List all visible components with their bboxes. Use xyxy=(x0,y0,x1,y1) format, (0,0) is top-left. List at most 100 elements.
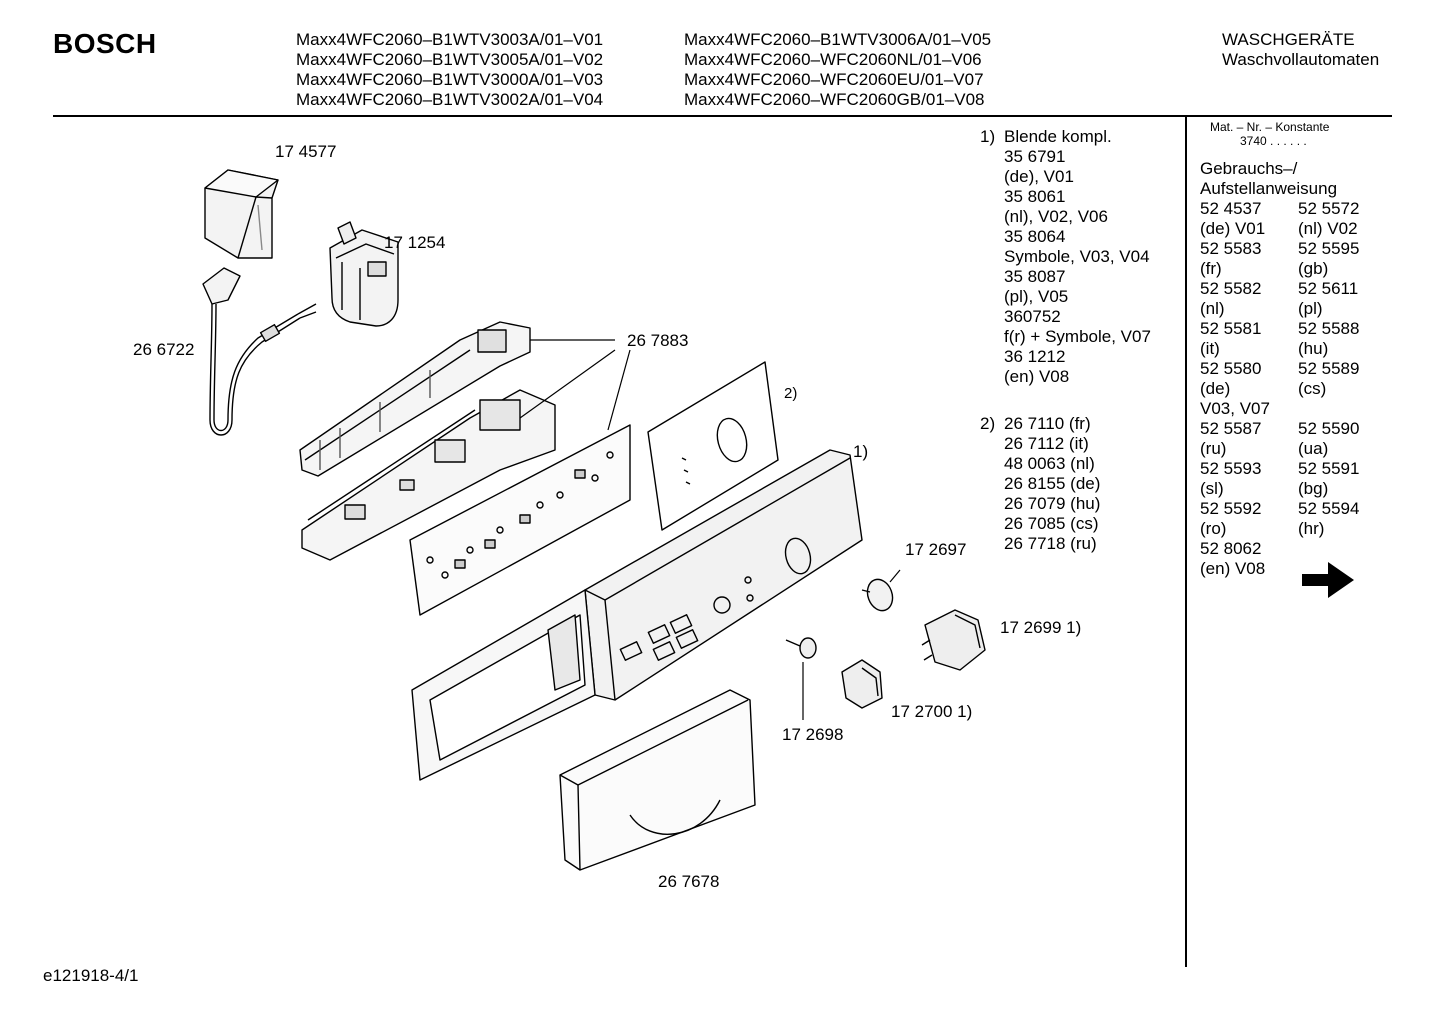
mat-nr-value: 3740 . . . . . . xyxy=(1240,134,1307,148)
part-knob-172700 xyxy=(841,659,883,709)
manual-cell-left: 52 5587 xyxy=(1200,419,1262,438)
note-1-line: 360752 xyxy=(1004,307,1061,326)
part-knob-172698 xyxy=(785,637,817,720)
model-entry: Maxx4WFC2060–B1WTV3002A/01–V04 xyxy=(296,90,604,109)
manual-cell-left: 52 8062 xyxy=(1200,539,1262,558)
note-1-line: Symbole, V03, V04 xyxy=(1004,247,1150,266)
manual-cell-left: (de) V01 xyxy=(1200,219,1266,238)
manual-row: (fr)(gb) xyxy=(1200,259,1380,279)
part-symbol-sheet xyxy=(647,361,779,531)
manual-cell-right: 52 5572 xyxy=(1298,199,1360,218)
note-1-line: 35 8061 xyxy=(1004,187,1066,206)
note-1-number: 1) xyxy=(980,127,996,146)
manual-cell-right: 52 5588 xyxy=(1298,319,1360,338)
note-2-number: 2) xyxy=(980,414,996,433)
manual-cell-left: 52 5582 xyxy=(1200,279,1262,298)
part-cover-174577 xyxy=(204,169,279,259)
manual-cell-left: (sl) xyxy=(1200,479,1224,498)
note-1-line: f(r) + Symbole, V07 xyxy=(1004,327,1151,346)
model-entry: Maxx4WFC2060–WFC2060GB/01–V08 xyxy=(684,90,985,109)
label-part-174577: 17 4577 xyxy=(275,142,337,161)
manual-row: V03, V07 xyxy=(1200,399,1380,419)
manual-row: (en) V08 xyxy=(1200,559,1380,579)
label-note1-marker: 1) xyxy=(853,442,869,461)
note-2-list: 26 7110 (fr) 26 7112 (it) 48 0063 (nl) 2… xyxy=(1004,414,1100,554)
manual-cell-right: 52 5589 xyxy=(1298,359,1360,378)
part-control-module-267883 xyxy=(299,321,631,561)
label-part-172700: 17 2700 1) xyxy=(891,702,973,721)
label-part-171254: 17 1254 xyxy=(384,233,446,252)
note-2-line: 26 7079 (hu) xyxy=(1004,494,1101,513)
part-mains-cable-266722 xyxy=(202,267,317,436)
model-entry: Maxx4WFC2060–B1WTV3003A/01–V01 xyxy=(296,30,604,49)
model-entry: Maxx4WFC2060–B1WTV3005A/01–V02 xyxy=(296,50,604,69)
label-part-172699: 17 2699 1) xyxy=(1000,618,1082,637)
manual-cell-left: (ru) xyxy=(1200,439,1227,458)
note-2-line: 26 7112 (it) xyxy=(1004,434,1089,453)
drawing-id: e121918-4/1 xyxy=(43,966,139,985)
manual-cell-right: (hu) xyxy=(1298,339,1329,358)
manual-row: (nl) (pl) xyxy=(1200,299,1380,319)
category-line-2: Waschvollautomaten xyxy=(1222,50,1380,69)
sidebar-divider xyxy=(1185,117,1187,967)
manual-title: Gebrauchs–/ Aufstellanweisung xyxy=(1200,159,1337,199)
part-filter-171254 xyxy=(329,221,399,327)
manual-cell-right: (bg) xyxy=(1298,479,1329,498)
part-circuit-board xyxy=(409,424,631,616)
manual-row: (de)(cs) xyxy=(1200,379,1380,399)
manual-cell-left: V03, V07 xyxy=(1200,399,1270,418)
manual-cell-right: 52 5590 xyxy=(1298,419,1360,438)
manual-row: (sl) (bg) xyxy=(1200,479,1380,499)
note-1-line: (pl), V05 xyxy=(1004,287,1069,306)
part-control-panel-fascia xyxy=(411,449,863,781)
note-2-line: 26 7085 (cs) xyxy=(1004,514,1099,533)
manual-cell-right: 52 5611 xyxy=(1298,279,1359,298)
label-note2-marker: 2) xyxy=(784,385,798,402)
note-1-line: 35 8064 xyxy=(1004,227,1066,246)
header-divider xyxy=(53,115,1392,117)
mat-nr-label: Mat. – Nr. – Konstante xyxy=(1210,120,1330,134)
model-entry: Maxx4WFC2060–WFC2060EU/01–V07 xyxy=(684,70,984,89)
manual-cell-left: (de) xyxy=(1200,379,1231,398)
model-list-column-1: Maxx4WFC2060–B1WTV3003A/01–V01 Maxx4WFC2… xyxy=(296,30,603,110)
part-drawer-handle-267678 xyxy=(559,689,756,871)
manual-row: 52 5587 52 5590 xyxy=(1200,419,1380,439)
note-2-line: 26 7110 (fr) xyxy=(1004,414,1091,433)
manual-cell-left: (nl) xyxy=(1200,299,1225,318)
label-part-172698: 17 2698 xyxy=(782,725,844,744)
note-2-line: 48 0063 (nl) xyxy=(1004,454,1095,473)
manual-cell-left: (ro) xyxy=(1200,519,1227,538)
note-1-line: Blende kompl. xyxy=(1004,127,1112,146)
model-entry: Maxx4WFC2060–B1WTV3000A/01–V03 xyxy=(296,70,604,89)
category-line-1: WASCHGERÄTE xyxy=(1222,30,1355,49)
manual-row: (it) (hu) xyxy=(1200,339,1380,359)
manual-row: 52 5581 52 5588 xyxy=(1200,319,1380,339)
manual-cell-right: (pl) xyxy=(1298,299,1323,318)
manual-cell-left: (it) xyxy=(1200,339,1220,358)
manual-cell-left: 52 5581 xyxy=(1200,319,1262,338)
label-part-266722: 26 6722 xyxy=(133,340,195,359)
manual-row: (ro)(hr) xyxy=(1200,519,1380,539)
manual-row: 52 5582 52 5611 xyxy=(1200,279,1380,299)
part-knob-172697 xyxy=(861,569,901,612)
note-1-line: 36 1212 xyxy=(1004,347,1066,366)
note-1-line: (de), V01 xyxy=(1004,167,1074,186)
label-part-267883: 26 7883 xyxy=(627,331,689,350)
manual-row: 52 5580 52 5589 xyxy=(1200,359,1380,379)
manual-title-line-2: Aufstellanweisung xyxy=(1200,179,1338,198)
note-1-line: (en) V08 xyxy=(1004,367,1070,386)
manual-cell-left: 52 5593 xyxy=(1200,459,1262,478)
manual-row: (ru)(ua) xyxy=(1200,439,1380,459)
manual-cell-left: 52 5580 xyxy=(1200,359,1262,378)
model-entry: Maxx4WFC2060–WFC2060NL/01–V06 xyxy=(684,50,982,69)
category-heading: WASCHGERÄTE Waschvollautomaten xyxy=(1222,30,1379,70)
manual-cell-left: (en) V08 xyxy=(1200,559,1266,578)
manual-cell-left: (fr) xyxy=(1200,259,1222,278)
note-1-list: Blende kompl. 35 6791 (de), V01 35 8061 … xyxy=(1004,127,1151,387)
manual-row: (de) V01(nl) V02 xyxy=(1200,219,1380,239)
part-knob-172699 xyxy=(921,609,986,671)
